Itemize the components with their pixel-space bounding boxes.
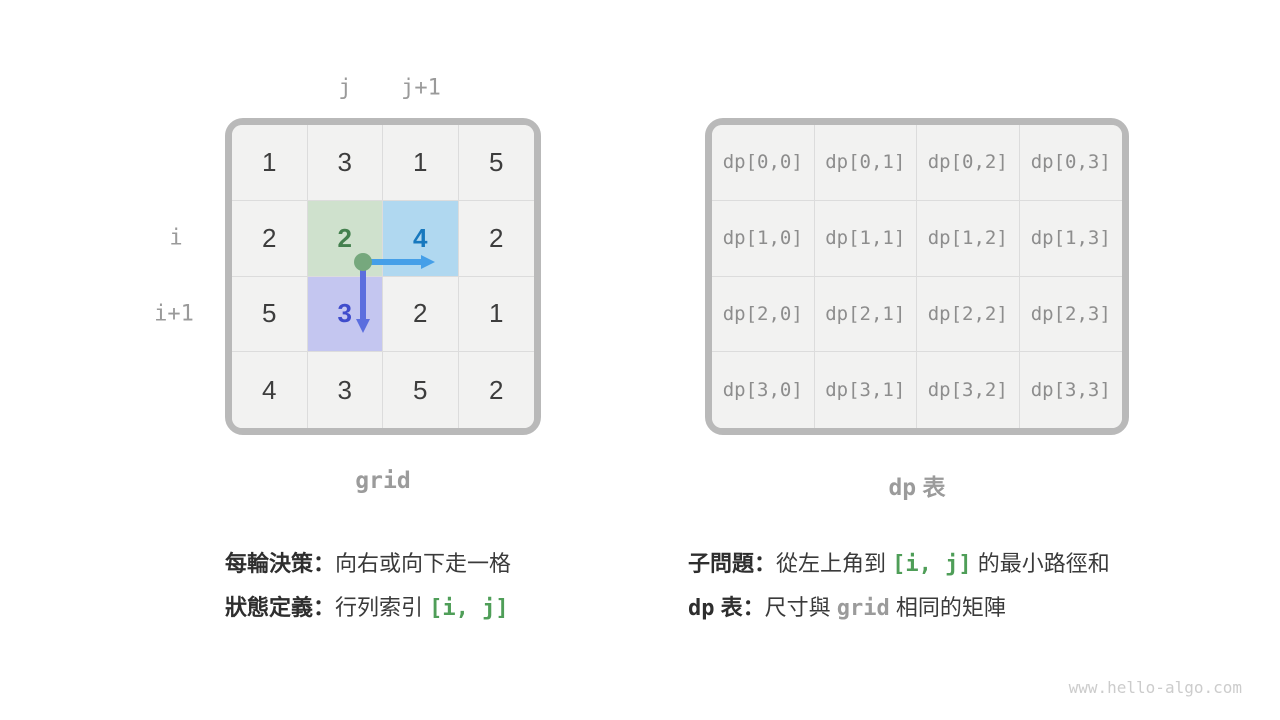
grid-cell-1-3: 2: [458, 200, 534, 277]
row-label-i: i: [169, 225, 183, 251]
grid-cell-3-1: 3: [307, 352, 383, 428]
note-state-code: [i, j]: [429, 596, 509, 621]
note-subproblem: 子問題：從左上角到 [i, j] 的最小路徑和: [688, 548, 1110, 581]
grid-cell-2-3: 1: [458, 276, 534, 353]
dp-table-body: dp[0,0] dp[0,1] dp[0,2] dp[0,3] dp[1,0] …: [712, 125, 1122, 428]
dp-cell-3-0: dp[3,0]: [712, 352, 815, 428]
note-dp-pre: 尺寸與: [764, 595, 837, 620]
dp-cell-1-1: dp[1,1]: [814, 200, 917, 277]
dp-cell-1-3: dp[1,3]: [1019, 200, 1122, 277]
dp-caption-text: 表: [916, 474, 946, 500]
col-label-j: j: [338, 75, 352, 101]
dp-cell-0-2: dp[0,2]: [917, 125, 1020, 201]
dp-cell-3-2: dp[3,2]: [917, 352, 1020, 428]
dp-cell-3-3: dp[3,3]: [1019, 352, 1122, 428]
note-subproblem-code: [i, j]: [892, 552, 972, 577]
dp-cell-2-0: dp[2,0]: [712, 276, 815, 353]
note-dp-code: grid: [836, 596, 890, 621]
note-subproblem-pre: 從左上角到: [776, 551, 893, 576]
dp-cell-0-1: dp[0,1]: [814, 125, 917, 201]
note-decision-label: 每輪決策：: [225, 551, 336, 576]
grid-cell-0-2: 1: [383, 125, 459, 201]
grid-cell-1-0: 2: [232, 200, 308, 277]
dp-cell-1-0: dp[1,0]: [712, 200, 815, 277]
note-dp-post: 相同的矩陣: [889, 595, 1006, 620]
dp-caption: dp 表: [888, 468, 945, 502]
note-dp-label-code: dp: [688, 596, 715, 621]
grid-cell-3-3: 2: [458, 352, 534, 428]
dp-cell-2-3: dp[2,3]: [1019, 276, 1122, 353]
grid-cell-2-0: 5: [232, 276, 308, 353]
dp-cell-0-3: dp[0,3]: [1019, 125, 1122, 201]
note-subproblem-label: 子問題：: [688, 551, 777, 576]
grid-cell-3-0: 4: [232, 352, 308, 428]
note-state-label: 狀態定義：: [225, 595, 336, 620]
dp-cell-1-2: dp[1,2]: [917, 200, 1020, 277]
note-subproblem-post: 的最小路徑和: [971, 551, 1110, 576]
grid-caption: grid: [355, 468, 411, 494]
grid-table-body: 1 3 1 5 2 2 4 2 5 3 2 1 4 3 5 2: [232, 125, 534, 428]
dp-caption-code: dp: [888, 475, 917, 501]
grid-cell-0-3: 5: [458, 125, 534, 201]
dp-cell-3-1: dp[3,1]: [814, 352, 917, 428]
col-label-j1: j+1: [401, 75, 441, 101]
dp-cell-2-2: dp[2,2]: [917, 276, 1020, 353]
grid-cell-2-1-move-down: 3: [307, 276, 383, 353]
grid-cell-1-2-move-right: 4: [383, 200, 459, 277]
grid-table: 1 3 1 5 2 2 4 2 5 3 2 1 4 3 5 2: [225, 118, 541, 435]
note-state-definition: 狀態定義：行列索引 [i, j]: [225, 592, 509, 625]
grid-cell-1-1-current: 2: [307, 200, 383, 277]
grid-cell-0-0: 1: [232, 125, 308, 201]
note-decision: 每輪決策：向右或向下走一格: [225, 548, 511, 581]
watermark: www.hello-algo.com: [1068, 678, 1242, 697]
grid-cell-0-1: 3: [307, 125, 383, 201]
dp-table: dp[0,0] dp[0,1] dp[0,2] dp[0,3] dp[1,0] …: [705, 118, 1129, 435]
row-label-i1: i+1: [154, 301, 194, 327]
note-dp-label: 表：: [714, 595, 765, 620]
note-state-text: 行列索引: [335, 595, 430, 620]
dp-cell-0-0: dp[0,0]: [712, 125, 815, 201]
grid-cell-2-2: 2: [383, 276, 459, 353]
dp-cell-2-1: dp[2,1]: [814, 276, 917, 353]
note-dp-table: dp 表：尺寸與 grid 相同的矩陣: [688, 592, 1006, 625]
grid-cell-3-2: 5: [383, 352, 459, 428]
note-decision-text: 向右或向下走一格: [335, 551, 512, 576]
